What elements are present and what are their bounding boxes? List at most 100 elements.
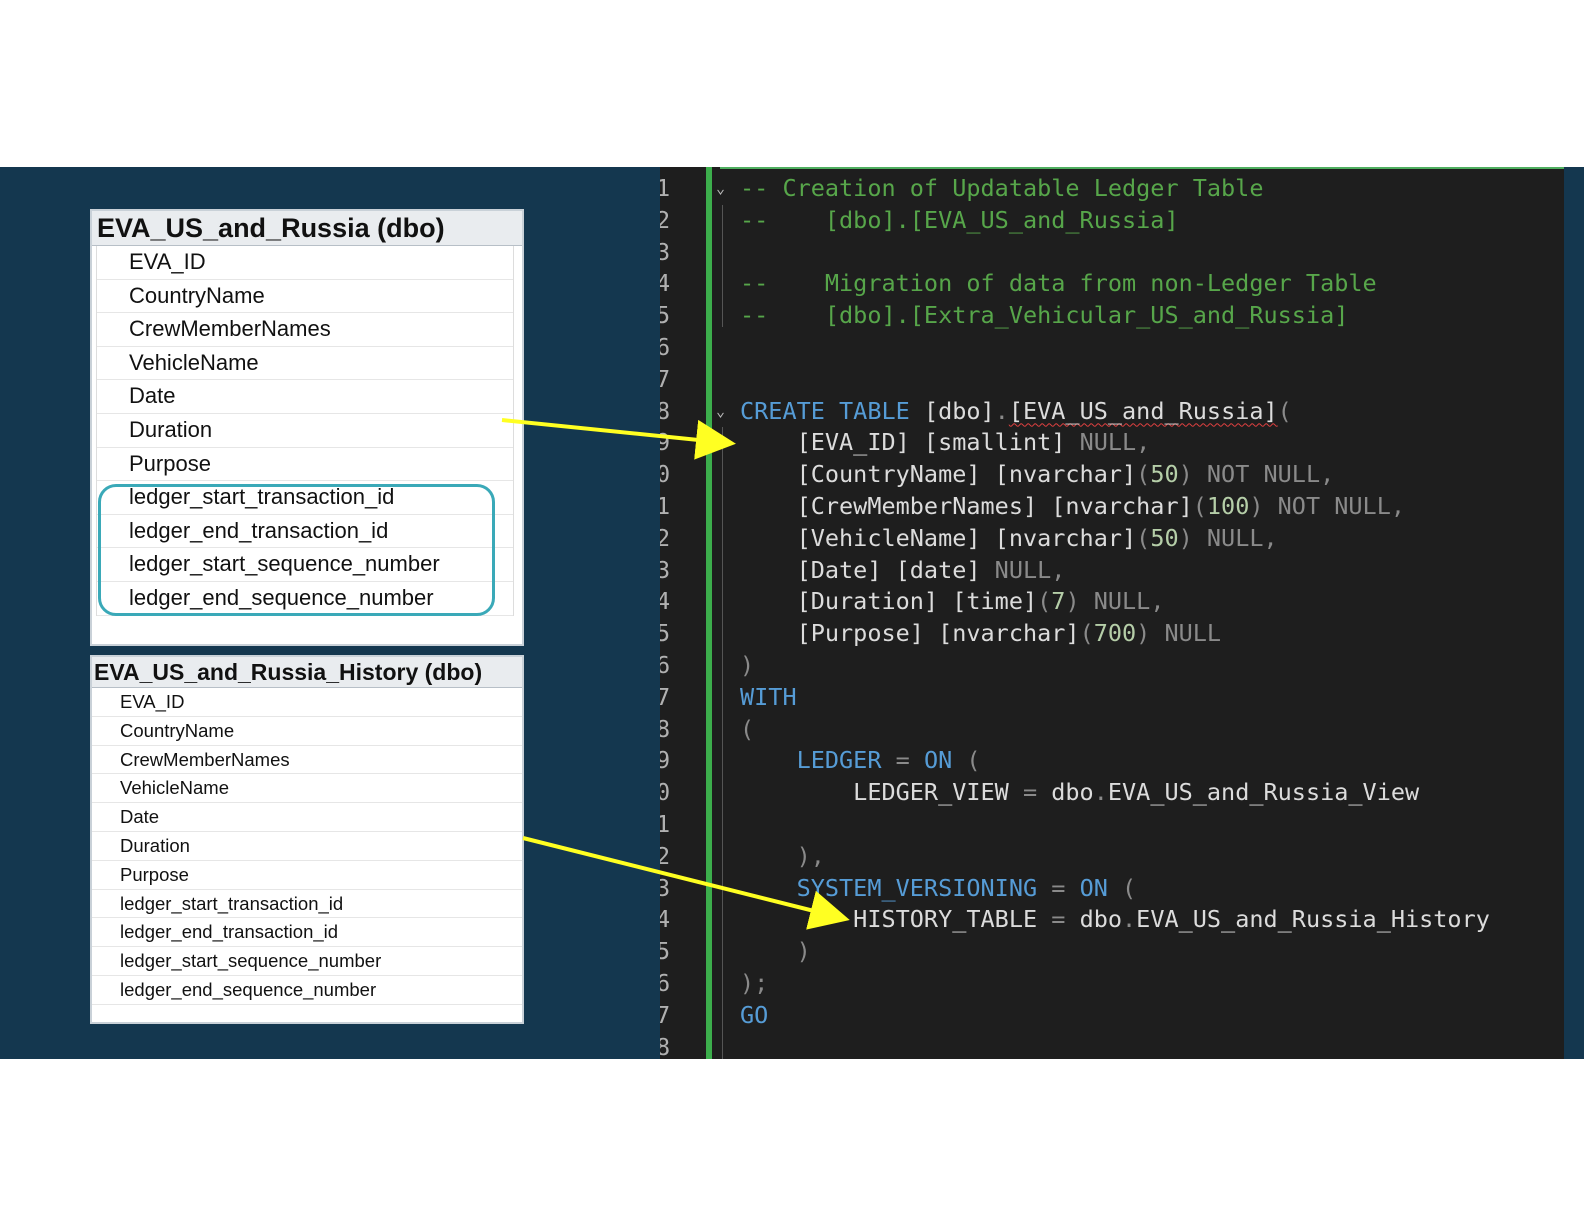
column-row[interactable]: Date bbox=[92, 803, 522, 832]
line-number: 5 bbox=[660, 937, 671, 966]
line-number: 6 bbox=[660, 333, 671, 361]
code-token: -- Creation of Updatable Ledger Table bbox=[740, 174, 1264, 202]
code-line[interactable]: LEDGER_VIEW = dbo.EVA_US_and_Russia_View bbox=[740, 777, 1419, 809]
code-token: ) NOT NULL, bbox=[1249, 492, 1405, 520]
code-token: EVA_US_and_Russia_History bbox=[1136, 905, 1490, 934]
code-token: -- [dbo].[Extra_Vehicular_US_and_Russia] bbox=[740, 301, 1349, 330]
code-line[interactable]: [CountryName] [nvarchar](50) NOT NULL, bbox=[740, 459, 1335, 491]
column-row[interactable]: Duration bbox=[97, 414, 513, 448]
code-line[interactable]: [Duration] [time](7) NULL, bbox=[740, 586, 1165, 618]
code-token: 7 bbox=[1051, 587, 1066, 616]
code-line[interactable]: [Date] [date] NULL, bbox=[740, 555, 1066, 587]
column-row[interactable]: Purpose bbox=[92, 861, 522, 890]
code-token: EVA_US_and_Russia_View bbox=[1107, 778, 1420, 807]
column-row[interactable]: Purpose bbox=[97, 448, 513, 482]
line-number: 4 bbox=[660, 587, 671, 616]
code-line[interactable]: -- Creation of Updatable Ledger Table bbox=[740, 173, 1263, 205]
code-token: LEDGER bbox=[740, 746, 896, 775]
code-token: = bbox=[1051, 905, 1080, 934]
fold-chevron-icon[interactable]: ⌄ bbox=[716, 401, 726, 420]
code-line[interactable]: ); bbox=[740, 968, 768, 1000]
column-row[interactable]: ledger_start_transaction_id bbox=[97, 481, 513, 515]
code-token: SYSTEM_VERSIONING bbox=[740, 873, 1052, 902]
code-token: [Purpose] [nvarchar] bbox=[740, 619, 1080, 648]
column-row[interactable]: CountryName bbox=[97, 280, 513, 314]
column-row[interactable]: ledger_start_transaction_id bbox=[92, 890, 522, 919]
line-number: 3 bbox=[660, 237, 671, 266]
code-token: ), bbox=[740, 841, 825, 870]
code-token: 50 bbox=[1150, 523, 1179, 552]
code-line[interactable]: HISTORY_TABLE = dbo.EVA_US_and_Russia_Hi… bbox=[740, 904, 1490, 936]
code-line[interactable]: ), bbox=[740, 841, 825, 873]
code-line[interactable]: [CrewMemberNames] [nvarchar](100) NOT NU… bbox=[740, 491, 1405, 523]
history-table-card[interactable]: EVA_US_and_Russia_History (dbo) EVA_ID C… bbox=[90, 655, 524, 1024]
column-row[interactable]: VehicleName bbox=[92, 774, 522, 804]
column-row[interactable]: ledger_end_transaction_id bbox=[92, 918, 522, 948]
line-number: 3 bbox=[660, 873, 671, 902]
code-token: ( bbox=[1122, 873, 1137, 902]
line-number: 5 bbox=[660, 619, 671, 648]
code-line[interactable]: -- [dbo].[EVA_US_and_Russia] bbox=[740, 205, 1179, 237]
code-token: [EVA_US_and_Russia] bbox=[1008, 396, 1278, 425]
code-line[interactable]: LEDGER = ON ( bbox=[740, 745, 981, 777]
code-line[interactable]: SYSTEM_VERSIONING = ON ( bbox=[740, 873, 1137, 905]
column-row[interactable]: Duration bbox=[92, 832, 522, 861]
code-token: ( bbox=[966, 746, 981, 775]
code-line[interactable]: ) bbox=[740, 936, 811, 968]
line-number: 8 bbox=[660, 714, 671, 743]
sql-code-editor[interactable]: 1 ⌄ -- Creation of Updatable Ledger Table 2… bbox=[660, 167, 1564, 1059]
code-token: . bbox=[1093, 778, 1108, 807]
column-row[interactable]: ledger_end_sequence_number bbox=[92, 976, 522, 1005]
line-number: 2 bbox=[660, 523, 671, 552]
ledger-table-card[interactable]: EVA_US_and_Russia (dbo) EVA_ID CountryNa… bbox=[90, 209, 524, 646]
column-row[interactable]: Date bbox=[97, 380, 513, 414]
code-line[interactable]: -- Migration of data from non-Ledger Tab… bbox=[740, 268, 1377, 300]
line-number: 8 bbox=[660, 1032, 671, 1059]
column-row[interactable]: EVA_ID bbox=[92, 688, 522, 717]
code-token: ); bbox=[740, 969, 769, 997]
column-row[interactable]: ledger_start_sequence_number bbox=[92, 947, 522, 976]
line-number: 6 bbox=[660, 969, 671, 997]
code-line[interactable]: GO bbox=[740, 1000, 768, 1032]
code-line[interactable]: [EVA_ID] [smallint] NULL, bbox=[740, 427, 1151, 459]
code-token: ON bbox=[923, 746, 967, 775]
code-line[interactable]: WITH bbox=[740, 682, 797, 714]
code-token: NULL, bbox=[1079, 428, 1151, 457]
code-line[interactable]: [Purpose] [nvarchar](700) NULL bbox=[740, 618, 1221, 650]
code-line[interactable]: CREATE TABLE [dbo].[EVA_US_and_Russia]( bbox=[740, 396, 1292, 428]
line-number: 1 bbox=[660, 810, 671, 838]
code-token: ( bbox=[1136, 460, 1151, 489]
code-line[interactable]: ) bbox=[740, 650, 754, 682]
history-table-title[interactable]: EVA_US_and_Russia_History (dbo) bbox=[92, 657, 522, 688]
fold-guide bbox=[722, 427, 723, 1059]
code-token: [Date] [date] bbox=[740, 555, 995, 584]
code-token: LEDGER_VIEW bbox=[740, 778, 1023, 807]
code-token: ( bbox=[1136, 523, 1151, 552]
code-token: [EVA_ID] [smallint] bbox=[740, 428, 1080, 457]
fold-guide bbox=[722, 205, 723, 327]
line-number: 1 bbox=[660, 174, 671, 202]
code-token: [CountryName] [nvarchar] bbox=[740, 460, 1137, 489]
column-row[interactable]: CrewMemberNames bbox=[97, 313, 513, 347]
line-number: 1 bbox=[660, 492, 671, 520]
column-row[interactable]: EVA_ID bbox=[97, 246, 513, 280]
code-token: [CrewMemberNames] [nvarchar] bbox=[740, 492, 1193, 520]
line-number: 3 bbox=[660, 555, 671, 584]
code-token: [dbo] bbox=[923, 396, 995, 425]
fold-chevron-icon[interactable]: ⌄ bbox=[716, 179, 726, 197]
column-row[interactable]: ledger_end_transaction_id bbox=[97, 515, 513, 549]
code-token: ) bbox=[740, 651, 755, 679]
column-row[interactable]: VehicleName bbox=[97, 347, 513, 381]
code-token: 100 bbox=[1206, 492, 1250, 520]
code-token: . bbox=[994, 396, 1009, 425]
code-line[interactable]: [VehicleName] [nvarchar](50) NULL, bbox=[740, 523, 1278, 555]
ledger-table-title[interactable]: EVA_US_and_Russia (dbo) bbox=[92, 211, 522, 246]
column-row[interactable]: ledger_start_sequence_number bbox=[97, 548, 513, 582]
code-token: dbo bbox=[1051, 778, 1094, 807]
code-line[interactable]: ( bbox=[740, 714, 754, 746]
code-token: 50 bbox=[1150, 460, 1179, 489]
column-row[interactable]: CrewMemberNames bbox=[92, 746, 522, 775]
line-number: 9 bbox=[660, 746, 671, 775]
column-row[interactable]: CountryName bbox=[92, 717, 522, 746]
code-line[interactable]: -- [dbo].[Extra_Vehicular_US_and_Russia] bbox=[740, 300, 1348, 332]
